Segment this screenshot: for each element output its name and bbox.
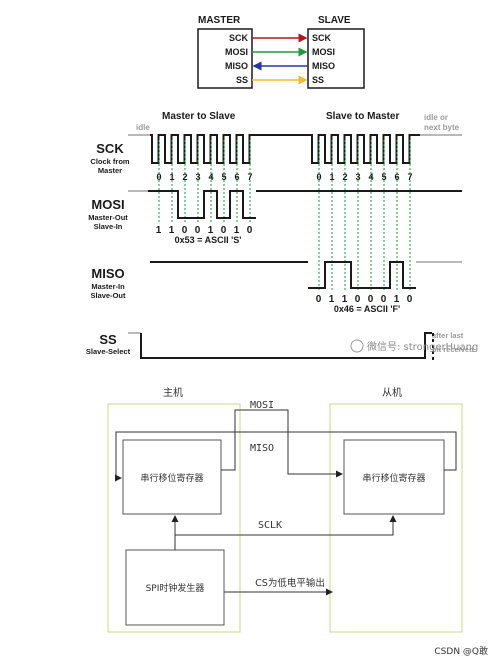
bit-index-label: 0 — [316, 172, 321, 182]
miso-caption: 0x46 = ASCII 'F' — [334, 304, 400, 314]
spi-clock-generator-label: SPI时钟发生器 — [146, 582, 205, 594]
slave-shift-register-label: 串行移位寄存器 — [362, 472, 425, 484]
slave-ss-label: SS — [312, 75, 324, 85]
after-last-label-2: bit received — [432, 345, 474, 354]
bit-index-label: 2 — [182, 172, 187, 182]
bit-index-label: 4 — [208, 172, 213, 182]
bit-index-label: 0 — [156, 172, 161, 182]
mosi-subtitle-1: Master-Out — [88, 213, 128, 222]
master-title: MASTER — [198, 15, 241, 26]
miso-subtitle-2: Slave-Out — [90, 291, 126, 300]
bit-index-label: 1 — [169, 172, 174, 182]
bit-index-label: 6 — [234, 172, 239, 182]
sck-subtitle-2: Master — [98, 166, 122, 175]
mosi-path — [221, 409, 343, 478]
mosi-label: MOSI — [250, 400, 274, 411]
watermark: 微信号: strongerHuang — [350, 339, 478, 353]
master-mosi-label: MOSI — [225, 47, 248, 57]
mosi-title: MOSI — [91, 197, 124, 212]
miso-bit-label: 1 — [329, 294, 335, 305]
mosi-bit-label: 0 — [195, 225, 201, 236]
master-ss-label: SS — [236, 75, 248, 85]
bit-index-label: 3 — [195, 172, 200, 182]
bit-index-label: 7 — [247, 172, 252, 182]
sck-title: SCK — [96, 141, 124, 156]
mosi-bit-label: 0 — [221, 225, 227, 236]
sck-subtitle-1: Clock from — [90, 157, 130, 166]
cs-label: CS为低电平输出 — [255, 577, 325, 589]
idle-right-label-2: next byte — [424, 123, 460, 132]
mosi-bit-label: 1 — [234, 225, 240, 236]
mosi-subtitle-2: Slave-In — [94, 222, 123, 231]
connection-diagram: MASTER SLAVE SCK MOSI MISO SS SCK MOSI M… — [197, 15, 365, 89]
master-sck-label: SCK — [229, 33, 249, 43]
slave-title: SLAVE — [318, 15, 351, 26]
phase-master-title: Master to Slave — [162, 111, 236, 122]
miso-title: MISO — [91, 266, 124, 281]
ss-wave — [140, 332, 432, 359]
ss-title: SS — [99, 332, 117, 347]
mosi-bit-label: 0 — [247, 225, 253, 236]
miso-bit-label: 1 — [342, 294, 348, 305]
sclk-path — [174, 515, 397, 550]
master-miso-label: MISO — [225, 61, 248, 71]
miso-subtitle-1: Master-In — [91, 282, 125, 291]
miso-path — [115, 431, 457, 482]
miso-bit-label: 0 — [355, 294, 361, 305]
spi-clock-generator — [125, 549, 225, 626]
mosi-bit-label: 1 — [208, 225, 214, 236]
slave-box — [307, 28, 365, 89]
miso-bit-label: 1 — [394, 294, 400, 305]
idle-left-label: idle — [136, 123, 150, 132]
slave-label: 从机 — [382, 386, 402, 399]
ss-subtitle: Slave-Select — [86, 347, 131, 356]
bit-index-label: 1 — [329, 172, 334, 182]
master-box — [197, 28, 253, 89]
master-label: 主机 — [163, 386, 183, 399]
master-region — [107, 403, 241, 633]
bit-index-label: 5 — [221, 172, 226, 182]
mosi-bit-label: 0 — [182, 225, 188, 236]
bit-index-label: 7 — [407, 172, 412, 182]
mosi-wave — [148, 190, 256, 219]
wechat-icon — [350, 339, 364, 353]
bit-index-label: 2 — [342, 172, 347, 182]
after-last-label-1: after last — [432, 331, 464, 340]
miso-label: MISO — [250, 443, 274, 454]
bit-index-label: 4 — [368, 172, 373, 182]
slave-mosi-label: MOSI — [312, 47, 335, 57]
watermark-text: 微信号: strongerHuang — [367, 340, 478, 353]
bit-index-label: 3 — [355, 172, 360, 182]
block-diagram: 主机 从机 串行移位寄存器 串行移位寄存器 SPI时钟发生器 MOSI MISO… — [107, 386, 488, 657]
source-mark: CSDN @Q敢 — [434, 645, 488, 657]
timing-diagram: Master to Slave Slave to Master idle idl… — [86, 111, 474, 360]
mosi-bit-label: 1 — [156, 225, 162, 236]
master-shift-register-label: 串行移位寄存器 — [140, 472, 203, 484]
master-shift-register — [122, 439, 222, 515]
slave-region — [329, 403, 463, 633]
miso-bit-label: 0 — [368, 294, 374, 305]
sclk-label: SCLK — [258, 520, 282, 531]
miso-bit-label: 0 — [381, 294, 387, 305]
bit-index-label: 6 — [394, 172, 399, 182]
phase-slave-title: Slave to Master — [326, 111, 399, 122]
miso-bit-label: 0 — [316, 294, 322, 305]
idle-right-label-1: idle or — [424, 113, 448, 122]
bit-index-label: 5 — [381, 172, 386, 182]
miso-wave — [308, 261, 416, 289]
mosi-caption: 0x53 = ASCII 'S' — [175, 235, 242, 245]
sck-wave — [128, 134, 420, 164]
slave-shift-register — [343, 439, 445, 515]
miso-bit-label: 0 — [407, 294, 413, 305]
slave-miso-label: MISO — [312, 61, 335, 71]
mosi-bit-label: 1 — [169, 225, 175, 236]
slave-sck-label: SCK — [312, 33, 332, 43]
